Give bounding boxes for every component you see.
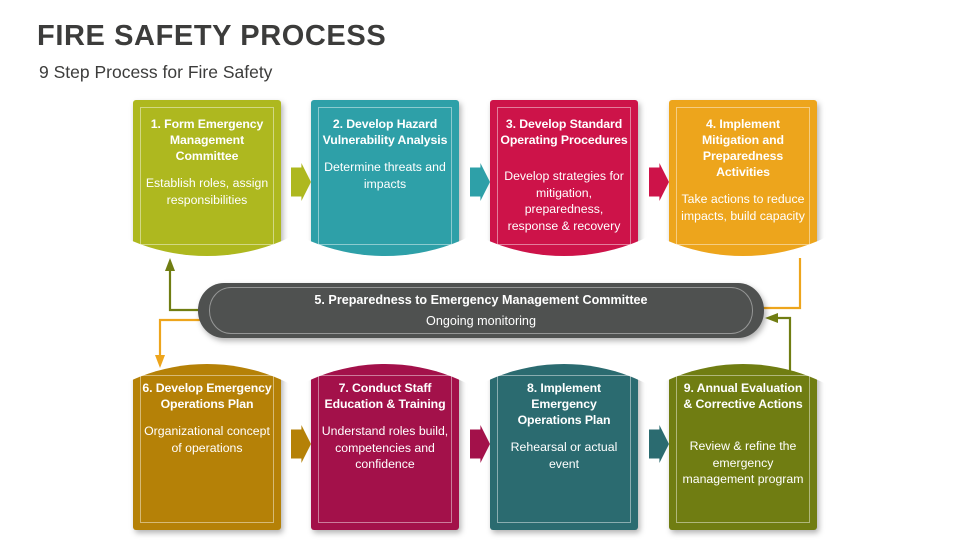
page-title: FIRE SAFETY PROCESS [37, 20, 387, 52]
step-description: Take actions to reduce impacts, build ca… [681, 192, 805, 223]
arrow-step6-to-step7 [291, 425, 311, 463]
step-description: Rehearsal or actual event [510, 440, 618, 471]
step-heading: 5. Preparedness to Emergency Management … [314, 293, 648, 307]
step-card-5[interactable]: 5. Preparedness to Emergency Management … [198, 283, 764, 338]
step-description: Establish roles, assign responsibilities [145, 176, 269, 207]
step-heading: 6. Develop Emergency Operations Plan [142, 381, 272, 411]
step-card-7[interactable]: 7. Conduct Staff Education & Training Un… [311, 364, 459, 530]
step-heading: 8. Implement Emergency Operations Plan [517, 381, 611, 427]
step-heading: 3. Develop Standard Operating Procedures [500, 117, 628, 147]
step-card-1[interactable]: 1. Form Emergency Management Committee E… [133, 100, 281, 256]
step-card-6[interactable]: 6. Develop Emergency Operations Plan Org… [133, 364, 281, 530]
step-heading: 9. Annual Evaluation & Corrective Action… [683, 381, 803, 411]
step-description: Develop strategies for mitigation, prepa… [504, 169, 624, 233]
arrow-step2-to-step3 [470, 163, 490, 201]
step-card-8[interactable]: 8. Implement Emergency Operations Plan R… [490, 364, 638, 530]
step-description: Organizational concept of operations [144, 424, 270, 455]
step-heading: 7. Conduct Staff Education & Training [324, 381, 446, 411]
step-description: Review & refine the emergency management… [682, 439, 804, 486]
step-description: Determine threats and impacts [324, 160, 446, 191]
step-description: Ongoing monitoring [426, 314, 536, 328]
arrow-step8-to-step9 [649, 425, 669, 463]
arrow-step1-to-step2 [291, 163, 311, 201]
step-card-9[interactable]: 9. Annual Evaluation & Corrective Action… [669, 364, 817, 530]
step-heading: 1. Form Emergency Management Committee [150, 117, 264, 163]
page-subtitle: 9 Step Process for Fire Safety [39, 62, 273, 82]
step-heading: 4. Implement Mitigation and Preparedness… [702, 117, 784, 179]
arrow-step7-to-step8 [470, 425, 490, 463]
step-card-3[interactable]: 3. Develop Standard Operating Procedures… [490, 100, 638, 256]
step-description: Understand roles build, competencies and… [321, 424, 449, 471]
step-heading: 2. Develop Hazard Vulnerability Analysis [322, 117, 448, 147]
arrow-step3-to-step4 [649, 163, 669, 201]
step-card-2[interactable]: 2. Develop Hazard Vulnerability Analysis… [311, 100, 459, 256]
step-card-4[interactable]: 4. Implement Mitigation and Preparedness… [669, 100, 817, 256]
